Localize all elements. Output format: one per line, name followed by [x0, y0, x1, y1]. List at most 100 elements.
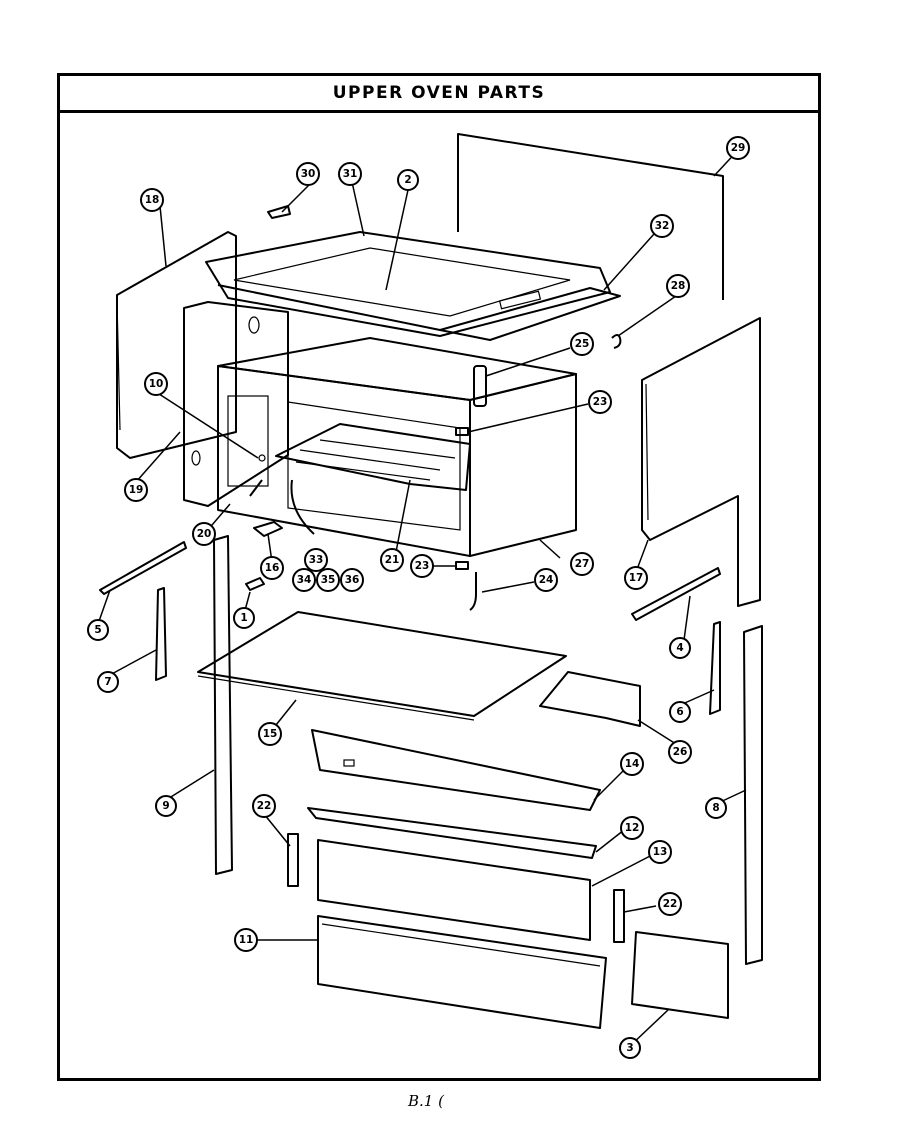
- diagram-frame: UPPER OVEN PARTS: [57, 73, 821, 1081]
- svg-text:3: 3: [626, 1042, 633, 1054]
- callout-2: 2: [397, 169, 419, 191]
- part-26-channel: [539, 671, 641, 727]
- part-24-hinge-lower: [469, 572, 477, 611]
- part-6-bracket: [709, 621, 721, 715]
- svg-text:17: 17: [629, 572, 644, 584]
- callout-29: 29: [726, 136, 750, 160]
- callout-34: 34: [292, 568, 316, 592]
- part-16-bracket: [253, 521, 283, 537]
- part-11-front-trim: [317, 915, 607, 1029]
- callout-30: 30: [296, 162, 320, 186]
- svg-text:34: 34: [297, 574, 312, 586]
- part-22-bracket-left: [287, 833, 299, 887]
- svg-text:16: 16: [265, 562, 280, 574]
- svg-text:14: 14: [625, 758, 640, 770]
- svg-text:15: 15: [263, 728, 278, 740]
- callout-31: 31: [338, 162, 362, 186]
- callout-15: 15: [258, 722, 282, 746]
- svg-text:35: 35: [321, 574, 336, 586]
- callout-7: 7: [97, 671, 119, 693]
- callout-24: 24: [534, 568, 558, 592]
- svg-text:6: 6: [676, 706, 683, 718]
- svg-text:12: 12: [625, 822, 640, 834]
- part-25-hinge: [473, 365, 487, 407]
- callout-12: 12: [620, 816, 644, 840]
- svg-text:13: 13: [653, 846, 668, 858]
- callout-26: 26: [668, 740, 692, 764]
- part-22-bracket-right: [613, 889, 625, 943]
- part-7-bracket: [155, 587, 167, 681]
- part-4-right-rail: [631, 567, 721, 621]
- callout-9: 9: [155, 795, 177, 817]
- callout-36: 36: [340, 568, 364, 592]
- svg-text:2: 2: [404, 174, 411, 186]
- page-title: UPPER OVEN PARTS: [332, 83, 546, 103]
- title-bar: UPPER OVEN PARTS: [60, 76, 818, 113]
- leader-lines: [97, 147, 747, 1047]
- callout-20: 20: [192, 522, 216, 546]
- part-13-panel: [317, 839, 591, 941]
- svg-text:21: 21: [385, 554, 400, 566]
- callout-19: 19: [124, 478, 148, 502]
- part-20-screw: [249, 479, 263, 497]
- svg-text:20: 20: [197, 528, 212, 540]
- svg-text:30: 30: [301, 168, 316, 180]
- callout-14: 14: [620, 752, 644, 776]
- svg-text:19: 19: [129, 484, 144, 496]
- svg-text:9: 9: [162, 800, 169, 812]
- callout-28: 28: [666, 274, 690, 298]
- callout-8: 8: [705, 797, 727, 819]
- callout-27: 27: [570, 552, 594, 576]
- oven-cavity: [217, 337, 577, 557]
- callout-35: 35: [316, 568, 340, 592]
- part-21-oven-rack: [275, 423, 471, 491]
- svg-text:1: 1: [240, 612, 247, 624]
- svg-text:33: 33: [309, 554, 324, 566]
- callout-3: 3: [619, 1037, 641, 1059]
- svg-text:36: 36: [345, 574, 360, 586]
- callout-23-lower: 23: [410, 554, 434, 578]
- svg-text:10: 10: [149, 378, 164, 390]
- svg-text:29: 29: [731, 142, 746, 154]
- svg-text:23: 23: [415, 560, 430, 572]
- callout-22-left: 22: [252, 794, 276, 818]
- callout-1: 1: [233, 607, 255, 629]
- svg-text:22: 22: [663, 898, 678, 910]
- svg-text:11: 11: [239, 934, 254, 946]
- part-1-clip: [245, 577, 265, 591]
- callout-13: 13: [648, 840, 672, 864]
- svg-text:24: 24: [539, 574, 554, 586]
- svg-text:7: 7: [104, 676, 111, 688]
- callout-5: 5: [87, 619, 109, 641]
- part-9-left-trim: [213, 535, 233, 875]
- part-5-left-rail: [99, 541, 187, 595]
- callout-23-upper: 23: [588, 390, 612, 414]
- svg-text:18: 18: [145, 194, 160, 206]
- part-32-top-panel: [439, 287, 621, 341]
- part-28-clip: [611, 334, 622, 349]
- part-33-wire: [290, 479, 315, 535]
- callout-11: 11: [234, 928, 258, 952]
- part-3-plate: [631, 931, 729, 1019]
- callout-4: 4: [669, 637, 691, 659]
- footer-mark: B.1 (: [408, 1092, 444, 1110]
- part-15-bottom-panel: [197, 611, 567, 721]
- part-18-left-side-panel: [116, 231, 237, 459]
- callout-10: 10: [144, 372, 168, 396]
- callout-18: 18: [140, 188, 164, 212]
- callout-32: 32: [650, 214, 674, 238]
- svg-text:23: 23: [593, 396, 608, 408]
- callout-6: 6: [669, 701, 691, 723]
- part-8-right-trim: [743, 625, 763, 965]
- callout-17: 17: [624, 566, 648, 590]
- svg-text:32: 32: [655, 220, 670, 232]
- callout-21: 21: [380, 548, 404, 572]
- callout-25: 25: [570, 332, 594, 356]
- svg-text:27: 27: [575, 558, 590, 570]
- svg-text:4: 4: [676, 642, 683, 654]
- part-29-back-panel: [457, 133, 724, 300]
- svg-text:28: 28: [671, 280, 686, 292]
- svg-text:25: 25: [575, 338, 590, 350]
- callout-33: 33: [304, 548, 328, 572]
